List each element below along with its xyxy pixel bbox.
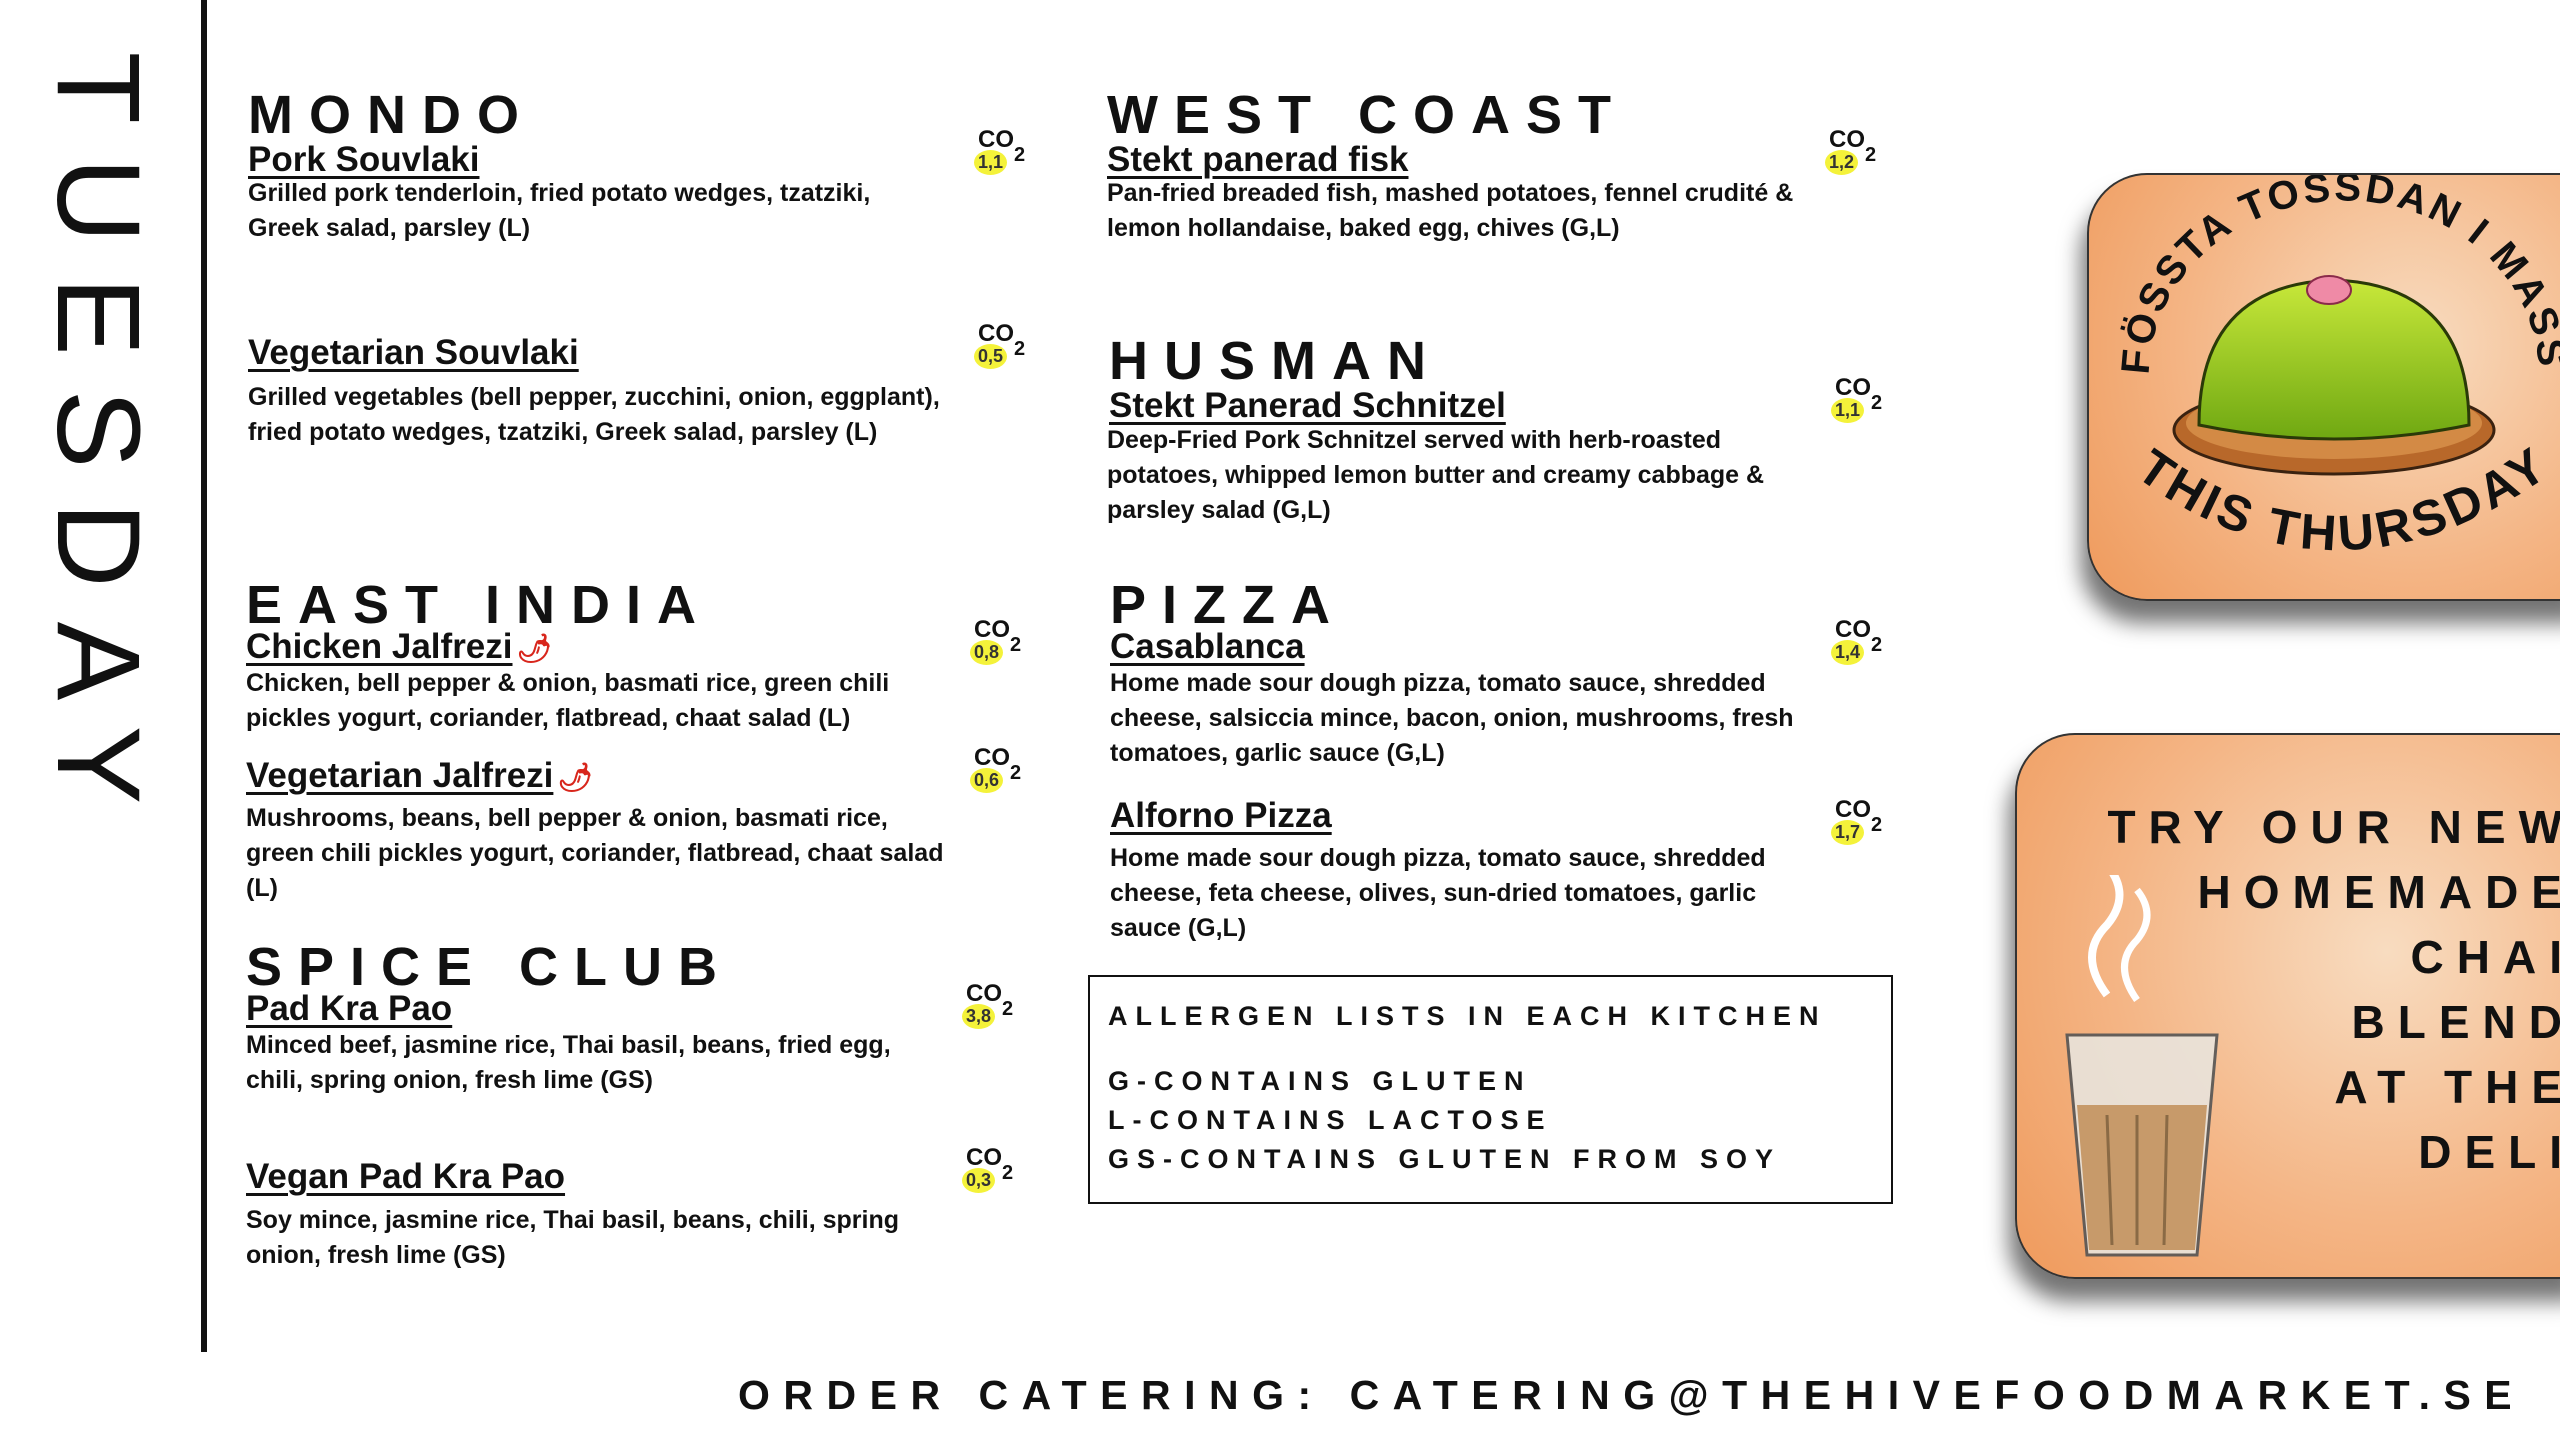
dish-description: Minced beef, jasmine rice, Thai basil, b… bbox=[246, 1031, 891, 1094]
dish-name: Pad Kra Pao bbox=[246, 989, 453, 1028]
dish-name: Stekt Panerad Schnitzel bbox=[1109, 386, 1506, 425]
dish-description: Mushrooms, beans, bell pepper & onion, b… bbox=[246, 804, 944, 902]
promo-chai-card: TRY OUR NEW HOMEMADE CHAI BLEND AT THE D… bbox=[2015, 733, 2560, 1279]
allergen-item: G-CONTAINS GLUTEN bbox=[1108, 1066, 1532, 1096]
dish-description: Home made sour dough pizza, tomato sauce… bbox=[1110, 669, 1794, 767]
dish-name: Vegan Pad Kra Pao bbox=[246, 1157, 566, 1196]
catering-footer: ORDER CATERING: CATERING@THEHIVEFOODMARK… bbox=[738, 1372, 2526, 1418]
dish-description: Soy mince, jasmine rice, Thai basil, bea… bbox=[246, 1206, 900, 1269]
dish-description: Deep-Fried Pork Schnitzel served with he… bbox=[1107, 426, 1765, 524]
divider-line bbox=[201, 0, 207, 1352]
chai-promo-text: TRY OUR NEW HOMEMADE CHAI BLEND AT THE D… bbox=[2107, 801, 2560, 1178]
section-mondo: MONDO bbox=[248, 85, 535, 145]
allergen-box: ALLERGEN LISTS IN EACH KITCHEN G-CONTAIN… bbox=[1088, 975, 1893, 1204]
section-west-coast: WEST COAST bbox=[1107, 85, 1627, 145]
allergen-title: ALLERGEN LISTS IN EACH KITCHEN bbox=[1108, 1001, 1827, 1031]
dish-name: Vegetarian Souvlaki bbox=[248, 333, 579, 372]
allergen-item: L-CONTAINS LACTOSE bbox=[1108, 1105, 1553, 1135]
dish-description: Grilled pork tenderloin, fried potato we… bbox=[248, 179, 871, 242]
section-husman: HUSMAN bbox=[1109, 331, 1442, 391]
dish-description: Pan-fried breaded fish, mashed potatoes,… bbox=[1107, 179, 1794, 242]
day-title: TUESDAY bbox=[32, 51, 164, 839]
dish-name: Chicken Jalfrezi🌶 bbox=[246, 627, 553, 666]
section-spice-club: SPICE CLUB bbox=[246, 937, 734, 997]
section-pizza: PIZZA bbox=[1110, 575, 1346, 635]
section-east-india: EAST INDIA bbox=[246, 575, 713, 635]
dish-name: Vegetarian Jalfrezi🌶 bbox=[246, 756, 593, 795]
chili-pepper-icon: 🌶 bbox=[557, 762, 593, 793]
dish-description: Home made sour dough pizza, tomato sauce… bbox=[1110, 844, 1766, 942]
chai-glass-icon bbox=[2065, 875, 2219, 1257]
dish-name: Stekt panerad fisk bbox=[1107, 140, 1409, 179]
allergen-item: GS-CONTAINS GLUTEN FROM SOY bbox=[1108, 1144, 1781, 1174]
dish-description: Chicken, bell pepper & onion, basmati ri… bbox=[246, 669, 890, 732]
dish-name: Casablanca bbox=[1110, 627, 1305, 666]
chili-pepper-icon: 🌶 bbox=[516, 633, 553, 664]
dish-name: Pork Souvlaki bbox=[248, 140, 480, 179]
dish-name: Alforno Pizza bbox=[1110, 796, 1332, 835]
promo-thursday-card: FÖSSTA TOSSDAN I MASS THIS THURSDAY bbox=[2087, 165, 2560, 601]
dish-description: Grilled vegetables (bell pepper, zucchin… bbox=[248, 383, 940, 446]
princess-cake-illustration: FÖSSTA TOSSDAN I MASS THIS THURSDAY bbox=[2114, 165, 2560, 561]
